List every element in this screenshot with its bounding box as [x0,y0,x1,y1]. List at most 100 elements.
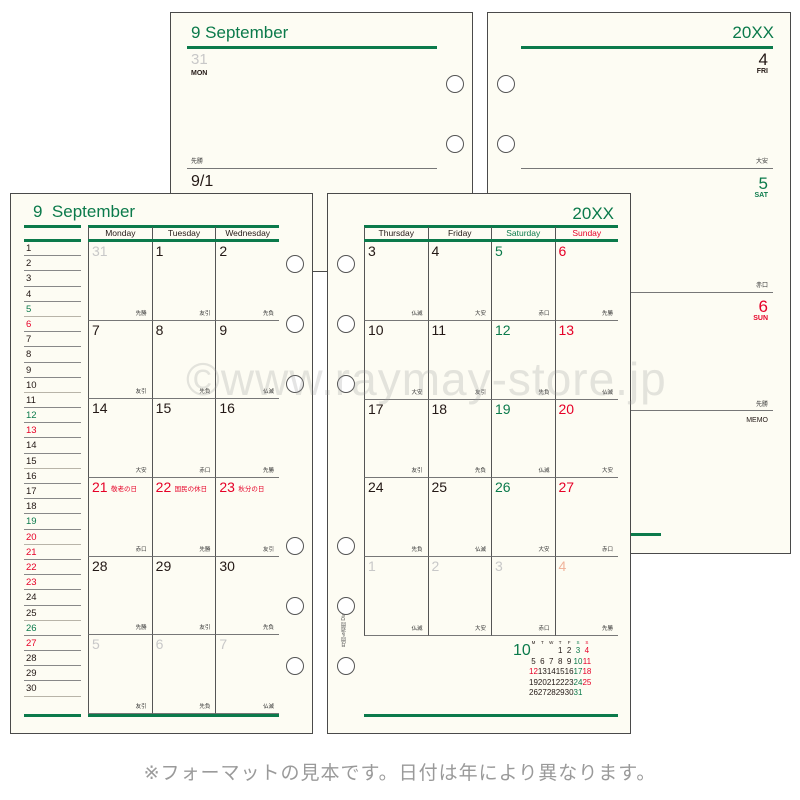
day-number: 4 [758,50,768,69]
rokuyo-label: 友引 [474,389,486,396]
day-block-fri: 4 FRI [757,51,768,75]
day-list-item: 22 [24,560,81,576]
mini-day: 8 [557,656,563,666]
footer-rule [88,714,279,717]
day-number: 5 [495,243,503,259]
day-list-item: 15 [24,454,81,469]
day-number: 3 [368,243,376,259]
day-of-week: MON [191,70,208,77]
day-number: 15 [155,400,172,417]
day-list-item: 27 [24,636,81,652]
day-list-item: 5 [24,302,81,317]
mini-dow: W [549,640,554,645]
day-list-item: 21 [24,545,81,560]
day-number: 19 [495,400,511,417]
day-of-week: SAT [754,192,768,199]
rokuyo-label: 先勝 [262,467,274,474]
side-header-rule [24,225,81,228]
mini-day: 28 [546,688,556,697]
binder-hole [337,375,355,393]
rokuyo-label: 赤口 [135,546,147,553]
day-list-item: 11 [24,393,81,409]
mini-day: 11 [582,656,592,666]
rokuyo-label: 仏滅 [474,547,486,554]
binder-hole [286,255,304,273]
mini-day: 26 [529,688,538,697]
day-divider [521,292,773,293]
day-number: 16 [219,400,235,417]
mini-dow: S [576,640,580,645]
month-number: 9 [33,202,43,221]
day-list-item: 29 [24,666,81,682]
rokuyo-label: 大安 [411,389,423,396]
mini-day: 12 [529,667,538,676]
rokuyo-label: 大安 [474,626,486,632]
day-number: 26 [495,479,511,496]
rokuyo-label: 友引 [135,703,147,710]
rokuyo-label: 大安 [538,547,550,554]
day-list-item: 1 [24,241,81,257]
rokuyo-label: 赤口 [538,310,550,317]
binder-hole [446,75,464,93]
rokuyo-label: 先負 [538,389,550,396]
rokuyo-label: 先勝 [755,402,768,408]
day-number: 21 [92,478,108,495]
mini-calendar-month: 10 [513,642,531,659]
day-list-item: 20 [24,530,81,545]
rokuyo-label: 友引 [199,625,211,632]
binder-hole [286,537,304,555]
mini-day: 7 [549,656,554,666]
rokuyo-label: 先勝 [135,625,147,632]
mini-day: 20 [537,677,547,687]
month-title: 9 September [191,23,289,42]
rokuyo-label: 大安 [601,468,613,475]
rokuyo-label: 先勝 [601,626,613,632]
mini-day: 9 [566,656,572,666]
mini-day: 29 [555,688,565,697]
weekday-header-monday: Monday [88,227,152,239]
day-list-item: 6 [24,317,81,333]
mini-day: 5 [531,656,536,666]
header-bottom-rule [364,239,618,242]
day-number: 6 [558,243,567,259]
binder-hole [286,657,304,675]
day-number: 7 [92,321,100,338]
day-of-week: SUN [753,315,768,322]
mini-day: 31 [573,688,583,697]
mini-day: 1 [557,646,563,655]
rokuyo-label: 仏滅 [411,310,423,317]
rokuyo-label: 友引 [411,468,423,475]
day-block-sun: 6 SUN [753,298,768,322]
rokuyo-label: 仏滅 [262,389,274,396]
mini-day: 27 [537,688,547,697]
weekday-header-wednesday: Wednesday [215,227,279,239]
day-number: 5 [92,636,100,653]
day-list-item: 16 [24,469,81,484]
binder-hole [337,315,355,333]
day-number: 30 [219,557,235,574]
next-day-label: 9/1 [191,173,214,190]
day-list-item: 18 [24,499,81,515]
mini-day: 25 [582,677,592,687]
holiday-name: 敬老の日 [111,485,137,493]
side-header-rule [24,239,81,242]
rokuyo-label: 赤口 [601,547,613,554]
mini-day: 6 [540,656,545,666]
rokuyo-label: 先勝 [135,310,147,317]
header-top-rule [364,225,618,228]
